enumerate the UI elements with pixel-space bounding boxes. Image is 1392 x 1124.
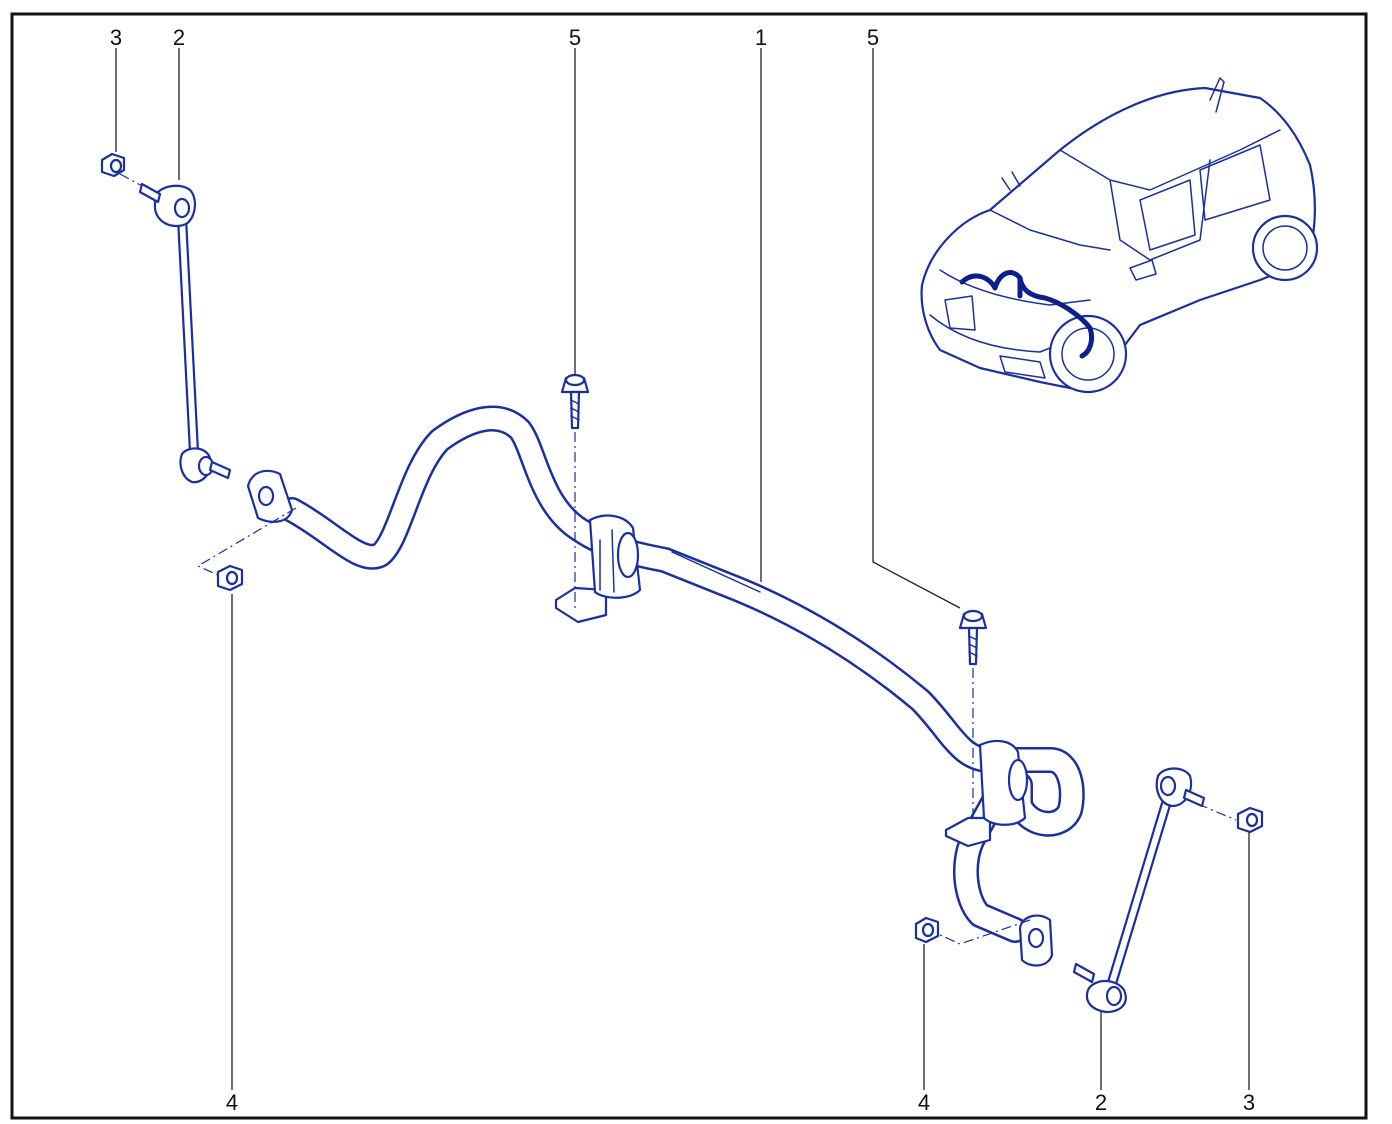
- stabilizer-bar: [279, 405, 1085, 943]
- callout-label: 5: [569, 25, 581, 50]
- assembly-lines: [119, 173, 1237, 945]
- callout-label: 5: [867, 25, 879, 50]
- left-end-bushing: [246, 469, 294, 523]
- left-mounting-bolt: [560, 373, 590, 430]
- top-left-nut: [100, 152, 126, 178]
- right-end-bushing: [1018, 914, 1054, 967]
- right-middle-nut: [914, 916, 940, 944]
- left-link-rod: [138, 182, 232, 484]
- right-link-rod: [1072, 767, 1206, 1014]
- leader-lines: [115, 48, 1250, 1090]
- right-bushing-bracket: [944, 739, 1029, 848]
- callout-label: 3: [1243, 1090, 1255, 1115]
- bottom-left-nut: [216, 564, 244, 592]
- callout-label: 4: [918, 1090, 930, 1115]
- callout-label: 1: [755, 25, 767, 50]
- diagram-frame: [10, 12, 1368, 1120]
- right-mounting-bolt: [958, 609, 988, 666]
- left-bushing-bracket: [554, 514, 642, 624]
- callout-label: 2: [1095, 1090, 1107, 1115]
- callout-label: 2: [173, 25, 185, 50]
- callout-label: 4: [226, 1090, 238, 1115]
- callout-labels: 3 2 5 1 5 4 4 2 3: [110, 25, 1255, 1115]
- callout-label: 3: [110, 25, 122, 50]
- vehicle-location-illustration: [920, 77, 1319, 394]
- right-end-nut: [1236, 806, 1264, 834]
